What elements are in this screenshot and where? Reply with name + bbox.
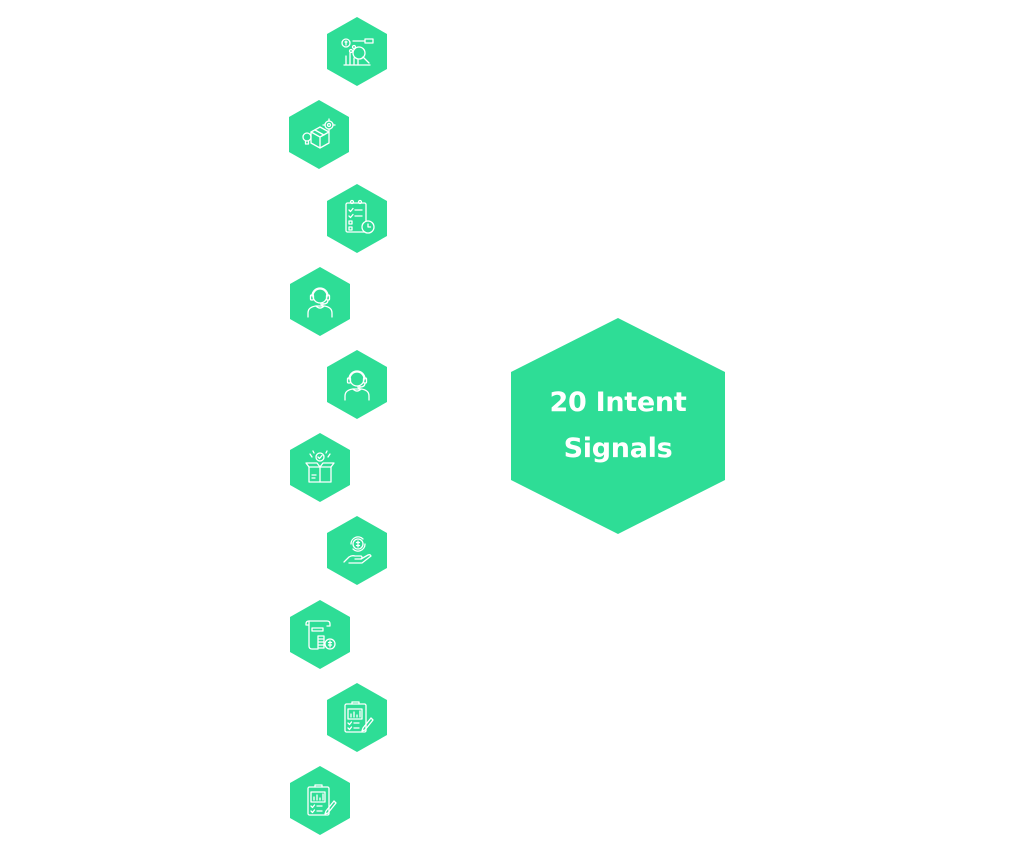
hand-money-icon bbox=[343, 536, 372, 564]
customer-support-agent-icon bbox=[307, 287, 333, 318]
signal-hex-2 bbox=[289, 100, 349, 169]
checklist-clock-icon bbox=[345, 199, 375, 234]
signal-hex-1 bbox=[327, 17, 387, 86]
signal-hex-7 bbox=[327, 516, 387, 585]
intent-signals-hub: 20 Intent Signals bbox=[511, 318, 725, 534]
customer-support-agent-icon bbox=[344, 370, 370, 401]
hub-title-line-1: 20 Intent bbox=[549, 387, 687, 418]
signal-hex-9 bbox=[327, 683, 387, 752]
hub-title-line-2: Signals bbox=[563, 433, 673, 464]
signal-hex-4 bbox=[290, 267, 350, 336]
financial-analysis-icon bbox=[341, 38, 374, 66]
clipboard-report-pencil-icon bbox=[307, 784, 337, 816]
clipboard-report-pencil-icon bbox=[344, 701, 374, 733]
signal-hex-3 bbox=[327, 184, 387, 253]
open-box-checkmark-icon bbox=[305, 450, 335, 483]
invoice-coins-icon bbox=[305, 620, 336, 650]
signal-hex-5 bbox=[327, 350, 387, 419]
hub-title: 20 Intent Signals bbox=[511, 318, 725, 534]
signal-hex-6 bbox=[290, 433, 350, 502]
signal-hex-8 bbox=[290, 600, 350, 669]
product-settings-idea-icon bbox=[302, 118, 336, 149]
signal-hex-10 bbox=[290, 766, 350, 835]
